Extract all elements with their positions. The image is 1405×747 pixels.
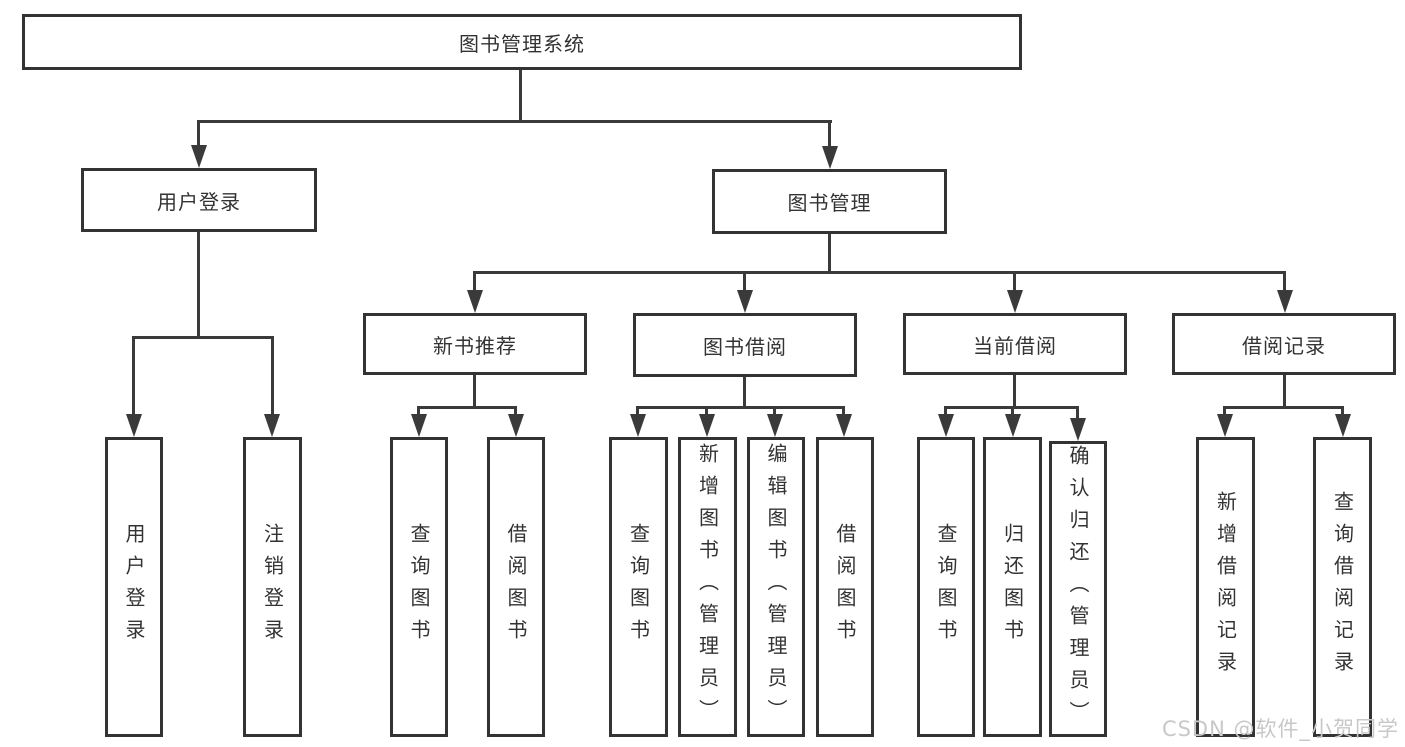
arrow-to-user-login-leaf-icon [126,414,142,437]
arrow-bb-edit-icon [767,414,783,437]
arrow-nbr-query-icon [411,414,427,437]
arrow-to-borrow-records-icon [1277,290,1293,313]
node-book-borrow: 图书借阅 [633,313,857,377]
leaf-br-query-label: 查询借阅记录 [1330,491,1355,683]
leaf-bb-borrow-label: 借阅图书 [833,523,857,651]
connector-br-drop-2 [1341,406,1344,418]
arrow-to-new-book-icon [467,290,483,313]
arrow-bb-query-icon [630,414,646,437]
leaf-logout-label: 注销登录 [260,523,285,651]
arrow-to-book-mgmt-icon [822,146,838,169]
connector-book-borrow-stem [743,377,746,409]
node-user-login-branch-label: 用户登录 [157,189,241,214]
connector-drop-current-borrow [1013,271,1016,292]
node-user-login-branch: 用户登录 [81,168,317,232]
node-book-mgmt-branch-label: 图书管理 [787,191,872,215]
arrow-nbr-borrow-icon [508,414,524,437]
leaf-user-login-label: 用户登录 [122,523,146,651]
node-new-book-rec-label: 新书推荐 [433,333,517,358]
connector-cb-drop-1 [944,406,947,418]
connector-root-rail [197,120,832,123]
leaf-br-add-label: 新增借阅记录 [1213,491,1238,683]
leaf-nbr-borrow: 借阅图书 [487,437,545,737]
arrow-br-query-icon [1335,414,1351,437]
connector-root-stem [519,70,522,122]
connector-br-drop-1 [1223,406,1226,418]
node-book-mgmt-branch: 图书管理 [712,169,947,234]
connector-book-mgmt-rail [474,271,1285,274]
connector-borrow-records-rail [1223,406,1344,409]
arrow-bb-borrow-icon [836,414,852,437]
arrow-cb-confirm-icon [1070,418,1086,441]
node-book-borrow-label: 图书借阅 [703,334,787,359]
leaf-nbr-query-label: 查询图书 [407,523,431,651]
connector-current-borrow-stem [1013,375,1016,409]
connector-drop-borrow-records [1283,271,1286,292]
leaf-bb-edit: 编辑图书（管理员） [747,437,805,737]
leaf-user-login: 用户登录 [105,437,163,737]
leaf-cb-return-label: 归还图书 [1000,523,1025,651]
leaf-br-add: 新增借阅记录 [1196,437,1255,737]
leaf-nbr-query: 查询图书 [390,437,448,737]
arrow-to-current-borrow-icon [1007,290,1023,313]
arrow-to-book-borrow-icon [737,290,753,313]
connector-root-drop-left [197,120,200,148]
leaf-bb-borrow: 借阅图书 [816,437,874,737]
arrow-br-add-icon [1217,414,1233,437]
connector-book-borrow-rail [636,406,844,409]
leaf-bb-add-label: 新增图书（管理员） [695,443,720,731]
node-root-label: 图书管理系统 [459,31,585,56]
arrow-to-logout-leaf-icon [264,414,280,437]
connector-bb-drop-3 [773,406,776,418]
connector-user-login-drop-left [132,336,135,416]
connector-bb-drop-2 [705,406,708,418]
node-current-borrow-label: 当前借阅 [973,333,1057,358]
node-borrow-records-label: 借阅记录 [1242,333,1326,358]
connector-user-login-drop-right [271,336,274,416]
connector-user-login-rail [133,336,274,339]
connector-bb-drop-4 [842,406,845,418]
connector-new-book-drop-1 [417,406,420,418]
leaf-br-query: 查询借阅记录 [1313,437,1372,737]
node-borrow-records: 借阅记录 [1172,313,1396,375]
connector-user-login-stem [197,232,200,339]
connector-drop-new-book [473,271,476,292]
connector-new-book-rail [417,406,517,409]
leaf-nbr-borrow-label: 借阅图书 [504,523,528,651]
connector-root-drop-right [828,120,831,149]
arrow-to-user-login-icon [191,145,207,168]
leaf-cb-confirm-label: 确认归还（管理员） [1066,445,1090,733]
leaf-cb-query: 查询图书 [917,437,975,737]
arrow-bb-add-icon [699,414,715,437]
connector-book-mgmt-stem [828,234,831,274]
connector-cb-drop-3 [1076,406,1079,420]
leaf-bb-query-label: 查询图书 [626,523,651,651]
arrow-cb-return-icon [1005,414,1021,437]
leaf-cb-confirm: 确认归还（管理员） [1049,441,1107,737]
connector-cb-drop-2 [1011,406,1014,418]
connector-new-book-stem [473,375,476,409]
leaf-bb-add: 新增图书（管理员） [678,437,737,737]
arrow-cb-query-icon [938,414,954,437]
node-current-borrow: 当前借阅 [903,313,1127,375]
csdn-watermark: CSDN @软件_小贺同学 [1161,717,1399,741]
node-new-book-rec: 新书推荐 [363,313,587,375]
leaf-cb-return: 归还图书 [983,437,1042,737]
connector-new-book-drop-2 [514,406,517,418]
leaf-bb-edit-label: 编辑图书（管理员） [764,443,788,731]
connector-borrow-records-stem [1283,375,1286,409]
leaf-bb-query: 查询图书 [609,437,668,737]
connector-bb-drop-1 [636,406,639,418]
connector-drop-book-borrow [743,271,746,292]
node-root: 图书管理系统 [22,14,1022,70]
leaf-logout: 注销登录 [243,437,302,737]
leaf-cb-query-label: 查询图书 [934,523,958,651]
